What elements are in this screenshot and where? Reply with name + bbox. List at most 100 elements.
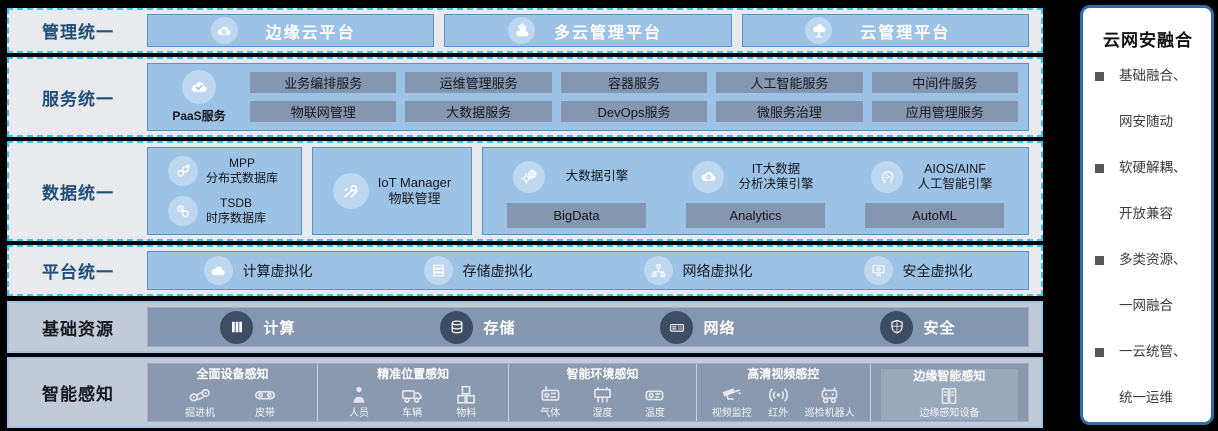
bullet-square-icon xyxy=(1095,348,1104,357)
edge-cloud-icon xyxy=(210,17,238,44)
miner-icon xyxy=(185,382,215,408)
service-tile: 物联网管理 xyxy=(250,101,397,122)
tools-icon xyxy=(332,173,369,209)
bullet-square-icon xyxy=(1095,256,1104,265)
sensing-item-temperature: 温度 xyxy=(641,382,668,420)
shield-icon xyxy=(880,310,914,344)
vehicle-icon xyxy=(398,382,426,408)
storage-virtualization: 存储虚拟化 xyxy=(368,252,588,289)
service-tile: 容器服务 xyxy=(560,72,708,93)
services-box: PaaS服务 业务编排服务 运维管理服务 容器服务 人工智能服务 中间件服务 物… xyxy=(147,63,1029,131)
side-panel-bullets: 基础融合、 网安随动 软硬解耦、 开放兼容 多类资源、 一网融合 一云统管、 统… xyxy=(1095,53,1201,421)
services-content: PaaS服务 业务编排服务 运维管理服务 容器服务 人工智能服务 中间件服务 物… xyxy=(147,59,1041,135)
engine-badge: AutoML xyxy=(864,203,1005,228)
cloud-icon xyxy=(203,256,233,285)
side-panel-title: 云网安融合 xyxy=(1103,31,1193,50)
bullet-item: 多类资源、 一网融合 xyxy=(1095,237,1201,329)
mpp-item: MPP 分布式数据库 xyxy=(148,156,301,186)
sensing-item-vehicle: 车辆 xyxy=(398,382,426,420)
service-tile: 业务编排服务 xyxy=(250,72,397,93)
engine-automl: AIOS/AINF 人工智能引擎 AutoML xyxy=(845,154,1024,228)
sensing-group-video: 高清视频感控 视频监控 红外 巡检机器人 xyxy=(695,364,870,421)
tsdb-item: TSDB 时序数据库 xyxy=(148,196,301,226)
resources-box: 计算 存储 网络 安全 xyxy=(147,307,1029,347)
gas-sensor-icon xyxy=(537,382,564,408)
service-tile: 应用管理服务 xyxy=(871,101,1018,122)
robot-icon xyxy=(816,382,843,408)
side-panel-cloud-network-security: 云网安融合 基础融合、 网安随动 软硬解耦、 开放兼容 多类资源、 一网融合 一… xyxy=(1080,5,1214,425)
resource-compute: 计算 xyxy=(148,308,368,346)
compute-virtualization: 计算虚拟化 xyxy=(148,252,368,289)
edge-sensing-inset: 边缘智能感知 边缘感知设备 xyxy=(880,369,1018,420)
row-label-services: 服务统一 xyxy=(42,89,114,109)
service-tile: 运维管理服务 xyxy=(405,72,552,93)
sensing-group-equipment: 全面设备感知 掘进机 皮带 xyxy=(148,364,317,421)
row-label-platform: 平台统一 xyxy=(42,263,114,282)
row-label-data: 数据统一 xyxy=(42,183,114,203)
temperature-sensor-icon xyxy=(641,382,668,408)
sensing-item-infrared: 红外 xyxy=(765,382,792,420)
compute-icon xyxy=(220,310,254,344)
router-icon xyxy=(660,310,694,344)
cctv-icon xyxy=(718,382,745,408)
resource-storage: 存储 xyxy=(368,308,588,346)
engine-bigdata: 大数据引擎 BigData xyxy=(487,154,666,228)
sensing-box: 全面设备感知 掘进机 皮带 精准位置感知 xyxy=(147,363,1029,422)
sensing-content: 全面设备感知 掘进机 皮带 精准位置感知 xyxy=(147,359,1041,426)
sensing-item-person: 人员 xyxy=(347,382,371,420)
mpp-label: MPP 分布式数据库 xyxy=(206,156,279,185)
belt-icon xyxy=(250,382,280,408)
row-platform: 平台统一 计算虚拟化 存储虚拟化 网络虚拟化 安全虚拟化 xyxy=(7,245,1043,296)
person-icon xyxy=(347,382,371,408)
data-content: MPP 分布式数据库 TSDB 时序数据库 IoT Manager 物联管理 xyxy=(147,143,1041,239)
service-tile: 中间件服务 xyxy=(871,72,1018,93)
engine-badge: Analytics xyxy=(685,203,826,228)
platform-box-label: 多云管理平台 xyxy=(553,24,662,42)
engine-label: 大数据引擎 xyxy=(565,169,629,183)
sensing-item-material: 物料 xyxy=(453,382,479,420)
row-services: 服务统一 PaaS服务 业务编排服务 运维管理服务 容器服务 人工智能服务 中间… xyxy=(7,57,1043,137)
platform-content: 计算虚拟化 存储虚拟化 网络虚拟化 安全虚拟化 xyxy=(147,247,1041,294)
iot-manager-box: IoT Manager 物联管理 xyxy=(312,147,472,235)
engine-label: IT大数据 分析决策引擎 xyxy=(738,161,814,191)
row-label-sensing: 智能感知 xyxy=(42,385,114,404)
service-tile: DevOps服务 xyxy=(560,101,708,122)
database-box: MPP 分布式数据库 TSDB 时序数据库 xyxy=(147,147,302,235)
ai-head-icon xyxy=(871,160,903,193)
row-resources: 基础资源 计算 存储 网络 安全 xyxy=(7,301,1043,353)
secure-monitor-icon xyxy=(863,256,893,285)
row-data: 数据统一 MPP 分布式数据库 TSDB 时序数据库 xyxy=(7,141,1043,241)
resources-content: 计算 存储 网络 安全 xyxy=(147,303,1041,351)
material-boxes-icon xyxy=(453,382,479,408)
platform-box-multi-cloud: 多云管理平台 xyxy=(444,14,732,47)
paas-label: PaaS服务 xyxy=(172,109,226,123)
link-plus-icon xyxy=(168,156,198,186)
iot-manager-label: IoT Manager 物联管理 xyxy=(377,175,452,206)
cloud-tree-icon xyxy=(805,17,833,44)
engine-badge: BigData xyxy=(506,203,647,228)
row-sensing: 智能感知 全面设备感知 掘进机 皮带 xyxy=(7,357,1043,428)
tsdb-label: TSDB 时序数据库 xyxy=(206,196,267,225)
cloud-gear-icon xyxy=(692,160,724,193)
sensing-item-humidity: 湿度 xyxy=(589,382,616,420)
sensing-item-belt: 皮带 xyxy=(250,382,280,420)
gear-globe-icon xyxy=(513,160,545,193)
sensing-item-cctv: 视频监控 xyxy=(712,382,752,420)
storage-stack-icon xyxy=(423,256,453,285)
multi-cloud-icon xyxy=(508,17,536,44)
edge-device-icon xyxy=(936,384,962,408)
cloud-check-icon xyxy=(182,70,216,104)
service-tile: 大数据服务 xyxy=(405,101,552,122)
platform-box-label: 边缘云平台 xyxy=(265,24,356,42)
sensing-item-robot: 巡检机器人 xyxy=(805,382,855,420)
sensing-item-miner: 掘进机 xyxy=(185,382,215,420)
platform-box-edge-cloud: 边缘云平台 xyxy=(147,14,435,47)
platform-box-label: 云管理平台 xyxy=(860,24,951,42)
bullet-item: 软硬解耦、 开放兼容 xyxy=(1095,145,1201,237)
sensing-group-environment: 智能环境感知 气体 湿度 温度 xyxy=(508,364,695,421)
infrared-icon xyxy=(765,382,792,408)
clock-link-icon xyxy=(168,196,198,226)
paas-block: PaaS服务 xyxy=(148,64,250,130)
security-virtualization: 安全虚拟化 xyxy=(808,252,1028,289)
